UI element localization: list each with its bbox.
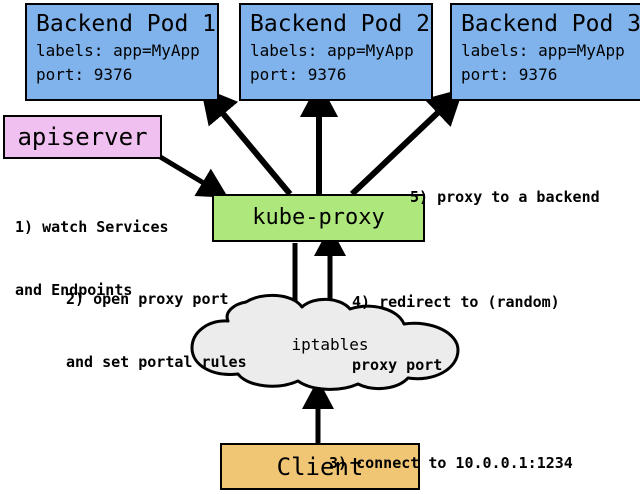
client-box[interactable]: Client xyxy=(220,443,420,490)
apiserver-label: apiserver xyxy=(17,123,148,151)
pod-3-labels: labels: app=MyApp xyxy=(461,41,625,60)
annotation-step-4-line-2: proxy port xyxy=(352,356,443,374)
pod-2-labels: labels: app=MyApp xyxy=(250,41,414,60)
pod-3-port: port: 9376 xyxy=(461,65,558,84)
annotation-step-3-line-1: 3) connect to 10.0.0.1:1234 xyxy=(329,454,573,472)
annotation-step-2-line-1: 2) open proxy port xyxy=(66,290,229,308)
annotation-step-3: 3) connect to 10.0.0.1:1234 xyxy=(329,411,573,494)
kube-proxy-box[interactable]: kube-proxy xyxy=(212,194,425,242)
annotation-step-2: 2) open proxy port and set portal rules xyxy=(66,247,247,415)
annotation-step-5-line-1: 5) proxy to a backend xyxy=(410,188,600,206)
client-label: Client xyxy=(276,452,364,481)
annotation-step-1: 1) watch Services and Endpoints xyxy=(15,175,169,343)
kube-proxy-label: kube-proxy xyxy=(252,205,385,230)
annotation-step-4: 4) redirect to (random) proxy port xyxy=(352,250,560,418)
arrow-kubeproxy-to-pod3 xyxy=(349,88,464,197)
iptables-cloud-shape xyxy=(190,293,460,391)
pod-2-title: Backend Pod 2 xyxy=(250,11,431,37)
backend-pod-1-box[interactable]: Backend Pod 1 labels: app=MyApp port: 93… xyxy=(25,3,219,101)
annotation-step-1-line-1: 1) watch Services xyxy=(15,218,169,236)
pod-1-title: Backend Pod 1 xyxy=(36,11,217,37)
pod-2-port: port: 9376 xyxy=(250,65,347,84)
annotation-step-2-line-2: and set portal rules xyxy=(66,353,247,371)
pod-1-port: port: 9376 xyxy=(36,65,133,84)
pod-1-labels: labels: app=MyApp xyxy=(36,41,200,60)
pod-3-title: Backend Pod 3 xyxy=(461,11,640,37)
arrow-apiserver-to-kubeproxy xyxy=(150,149,229,198)
backend-pod-2-box[interactable]: Backend Pod 2 labels: app=MyApp port: 93… xyxy=(239,3,433,101)
annotation-step-1-line-2: and Endpoints xyxy=(15,281,133,299)
annotation-step-4-line-1: 4) redirect to (random) xyxy=(352,293,560,311)
annotation-step-5: 5) proxy to a backend xyxy=(410,145,600,250)
apiserver-box[interactable]: apiserver xyxy=(3,115,162,159)
arrow-kubeproxy-to-pod1 xyxy=(200,86,293,196)
backend-pod-3-box[interactable]: Backend Pod 3 labels: app=MyApp port: 93… xyxy=(450,3,640,101)
